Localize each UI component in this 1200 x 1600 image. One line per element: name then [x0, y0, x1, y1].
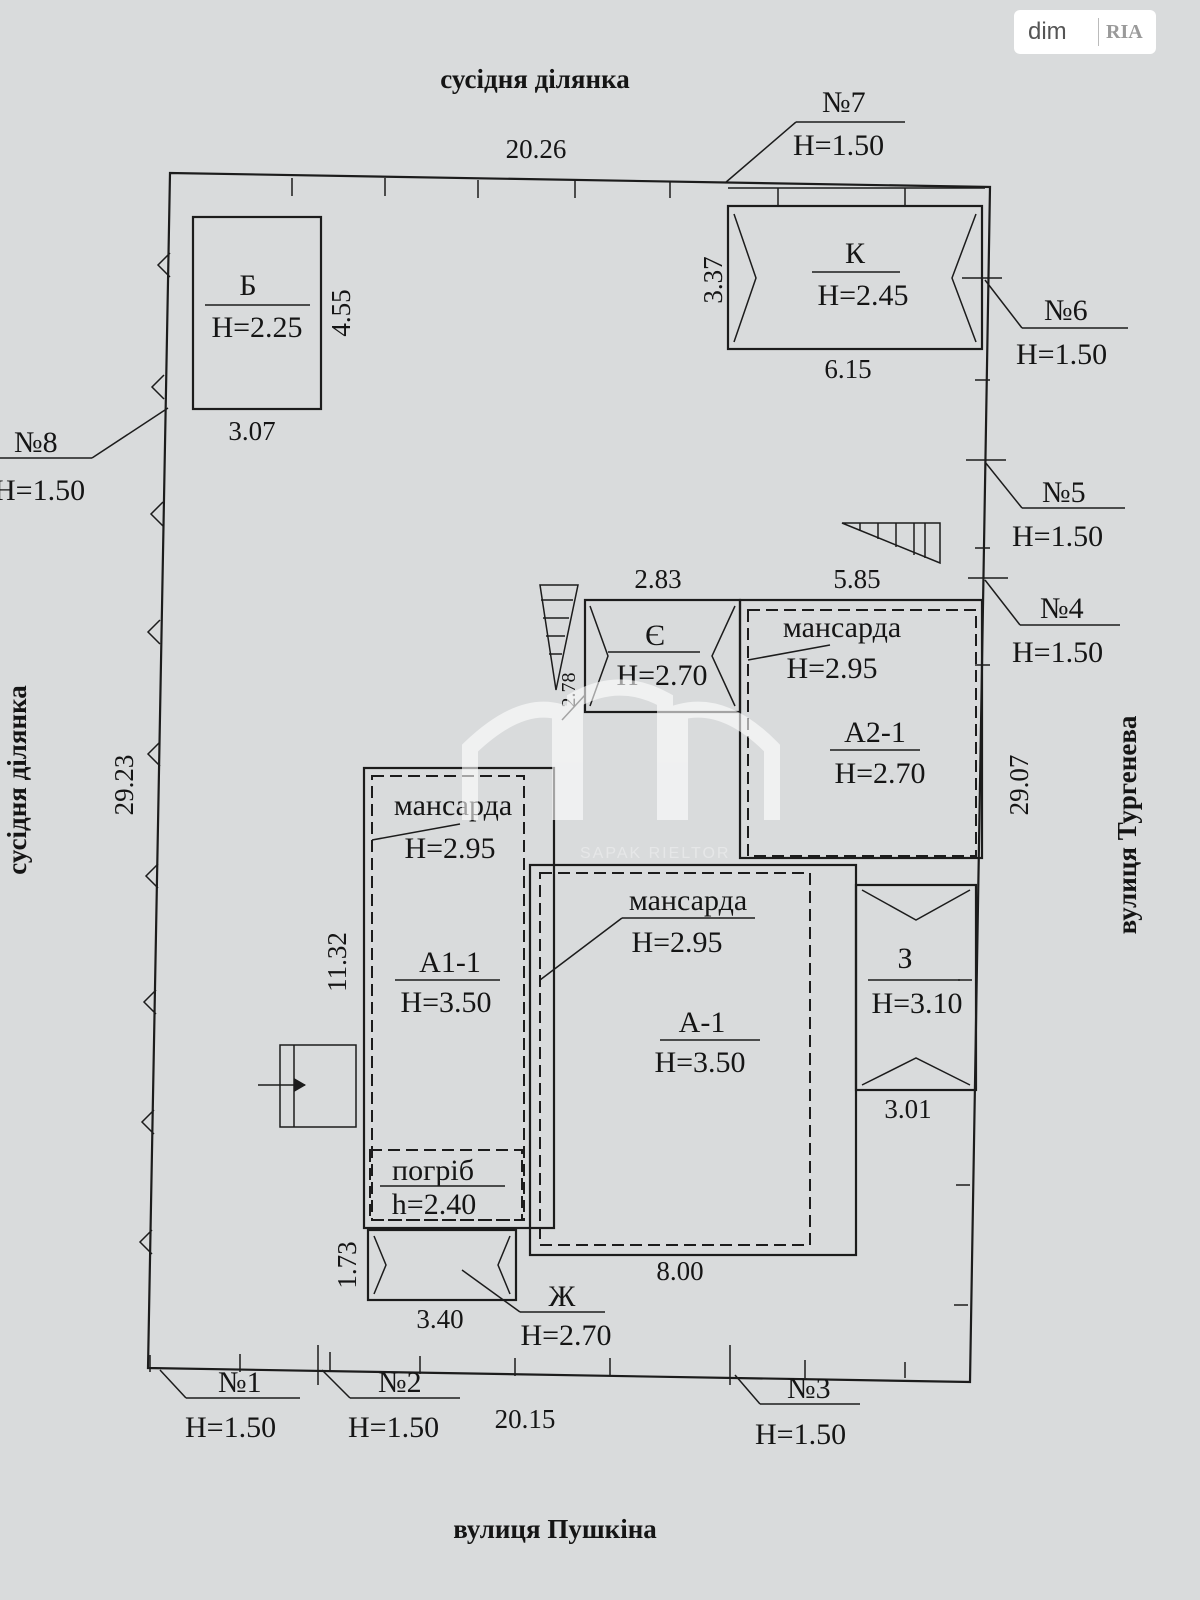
bottom-street-label: вулиця Пушкіна [453, 1514, 657, 1544]
building-z: З Н=3.10 3.01 [854, 883, 978, 1124]
svg-text:Н=2.25: Н=2.25 [211, 311, 302, 344]
fence-7: №7 Н=1.50 [724, 86, 905, 184]
svg-text:2.83: 2.83 [634, 564, 681, 594]
svg-text:№6: №6 [1044, 294, 1088, 327]
plot-boundary [146, 171, 992, 1384]
dim-ria-badge: dim RIA [1014, 10, 1156, 54]
svg-text:4.55: 4.55 [326, 289, 356, 336]
svg-text:6.15: 6.15 [824, 354, 871, 384]
svg-text:№5: №5 [1042, 476, 1086, 509]
svg-text:3.07: 3.07 [228, 416, 275, 446]
svg-text:мансарда: мансарда [783, 611, 901, 644]
svg-text:З: З [897, 942, 912, 975]
badge-separator [1098, 18, 1099, 46]
svg-text:А-1: А-1 [679, 1006, 726, 1039]
svg-text:Н=1.50: Н=1.50 [1016, 338, 1107, 371]
fence-3: №3 Н=1.50 [734, 1372, 860, 1451]
svg-text:Н=1.50: Н=1.50 [755, 1418, 846, 1451]
svg-text:Н=2.45: Н=2.45 [817, 279, 908, 312]
svg-text:К: К [845, 237, 866, 270]
dim-right: 29.07 [1004, 755, 1034, 816]
svg-text:Н=2.70: Н=2.70 [520, 1319, 611, 1352]
svg-text:Н=1.50: Н=1.50 [1012, 520, 1103, 553]
svg-text:3.40: 3.40 [416, 1304, 463, 1334]
svg-text:№3: №3 [787, 1372, 831, 1405]
svg-text:Н=1.50: Н=1.50 [1012, 636, 1103, 669]
svg-text:3.01: 3.01 [884, 1094, 931, 1124]
svg-text:3.37: 3.37 [698, 256, 728, 303]
svg-text:№8: №8 [14, 426, 58, 459]
svg-text:№2: №2 [378, 1366, 422, 1399]
fence-1: №1 Н=1.50 [159, 1366, 300, 1444]
fence-6: №6 Н=1.50 [984, 279, 1128, 371]
svg-text:№1: №1 [218, 1366, 262, 1399]
svg-text:Є: Є [645, 619, 665, 652]
top-neighbour-label: сусідня ділянка [440, 64, 630, 94]
building-a1: мансарда Н=2.95 А1-1 Н=3.50 11.32 [258, 766, 556, 1230]
building-k: К Н=2.45 3.37 6.15 [698, 187, 985, 384]
dim-top: 20.26 [506, 134, 567, 164]
fence-4: №4 Н=1.50 [984, 579, 1120, 669]
svg-text:Н=2.70: Н=2.70 [834, 757, 925, 790]
svg-text:1.73: 1.73 [332, 1241, 362, 1288]
building-a: мансарда Н=2.95 А-1 Н=3.50 8.00 [528, 863, 858, 1286]
svg-text:11.32: 11.32 [322, 932, 352, 992]
dim-bottom: 20.15 [495, 1404, 556, 1434]
left-neighbour-label: сусідня ділянка [2, 685, 32, 875]
svg-text:Н=3.50: Н=3.50 [400, 986, 491, 1019]
svg-text:Н=1.50: Н=1.50 [185, 1411, 276, 1444]
svg-text:мансарда: мансарда [629, 884, 747, 917]
svg-text:Н=1.50: Н=1.50 [793, 129, 884, 162]
svg-text:№7: №7 [822, 86, 866, 119]
svg-text:SAPAK RIELTOR: SAPAK RIELTOR [580, 845, 730, 862]
svg-text:№4: №4 [1040, 592, 1084, 625]
building-b: Б Н=2.25 4.55 3.07 [191, 215, 356, 446]
svg-text:Н=3.50: Н=3.50 [654, 1046, 745, 1079]
fence-2: №2 Н=1.50 [321, 1366, 460, 1444]
svg-text:Н=1.50: Н=1.50 [348, 1411, 439, 1444]
svg-text:А1-1: А1-1 [419, 946, 481, 979]
boundary-ticks [138, 178, 1008, 1385]
svg-text:Н=2.95: Н=2.95 [404, 832, 495, 865]
fence-8: №8 Н=1.50 [0, 407, 169, 507]
svg-text:погріб: погріб [392, 1154, 474, 1187]
svg-text:А2-1: А2-1 [844, 716, 906, 749]
stairs-symbol [539, 522, 941, 691]
building-zh: 1.73 3.40 Ж Н=2.70 [332, 1228, 612, 1352]
svg-text:Н=3.10: Н=3.10 [871, 987, 962, 1020]
svg-text:Ж: Ж [549, 1280, 576, 1313]
svg-text:Н=1.50: Н=1.50 [0, 474, 85, 507]
svg-text:Б: Б [239, 269, 256, 302]
svg-text:8.00: 8.00 [656, 1256, 703, 1286]
svg-text:Н=2.95: Н=2.95 [786, 652, 877, 685]
svg-text:5.85: 5.85 [833, 564, 880, 594]
svg-text:мансарда: мансарда [394, 789, 512, 822]
cellar: погріб h=2.40 [369, 1149, 523, 1221]
svg-text:Н=2.95: Н=2.95 [631, 926, 722, 959]
right-street-label: вулиця Тургенева [1112, 715, 1142, 934]
badge-dim-label: dim [1028, 18, 1067, 45]
dim-left: 29.23 [109, 755, 139, 816]
svg-text:h=2.40: h=2.40 [392, 1188, 476, 1221]
fence-5: №5 Н=1.50 [984, 461, 1125, 553]
realtor-watermark: SAPAK RIELTOR [462, 679, 780, 862]
badge-ria-label: RIA [1106, 21, 1143, 43]
